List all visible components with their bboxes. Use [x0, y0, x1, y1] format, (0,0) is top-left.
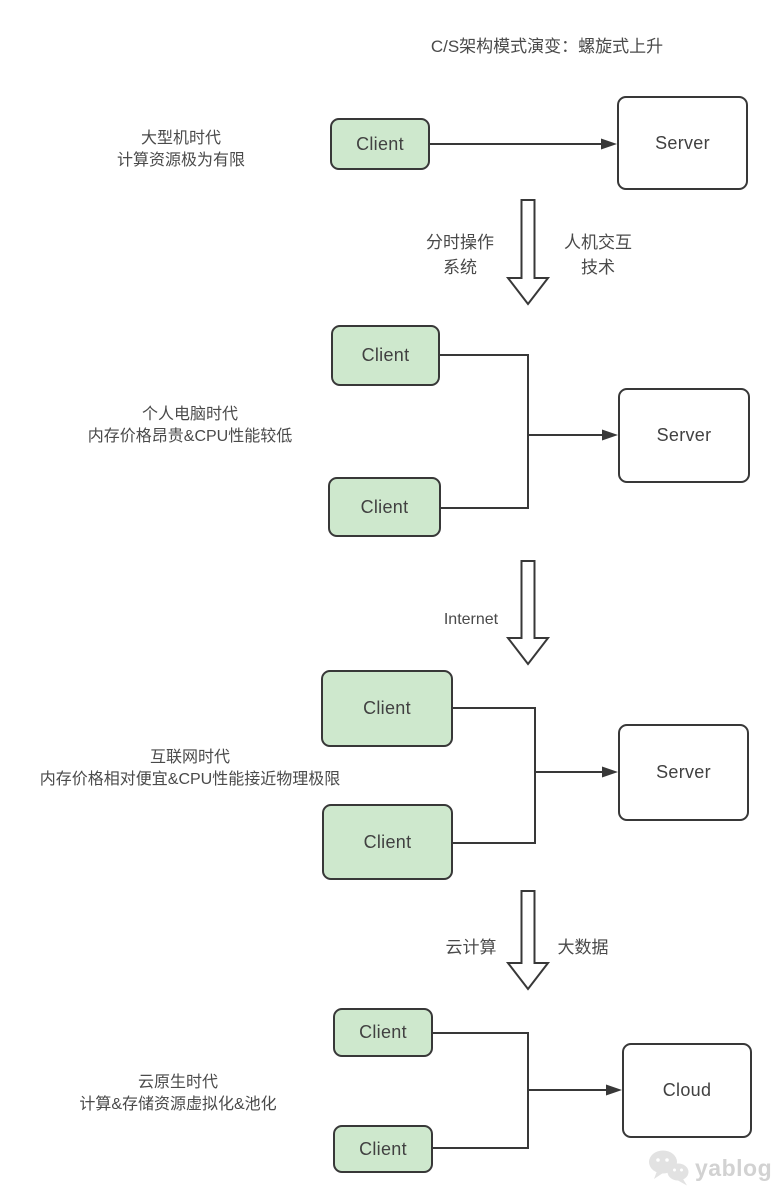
stage2-client2-box: Client	[328, 477, 441, 537]
transition3-left-label: 云计算	[445, 938, 497, 957]
stage1-client-label: Client	[356, 133, 404, 154]
diagram-title: C/S架构模式演变：螺旋式上升	[430, 37, 664, 56]
transition3-down-arrow-icon	[505, 890, 551, 991]
watermark-text: yablog	[695, 1154, 773, 1181]
stage1-client-box: Client	[330, 118, 430, 170]
stage4-cloud-box: Cloud	[622, 1043, 752, 1138]
stage4-client1-label: Client	[359, 1022, 407, 1042]
transition1-down-arrow-icon	[505, 199, 551, 306]
stage2-client-junction-line	[440, 354, 529, 509]
stage3-server-label: Server	[656, 762, 711, 782]
stage3-era-name: 互联网时代	[149, 749, 230, 766]
stage3-client1-box: Client	[321, 670, 453, 747]
transition2-down-arrow-icon	[505, 560, 551, 666]
stage3-arrowhead-icon	[602, 766, 618, 778]
stage4-client1-box: Client	[333, 1008, 433, 1057]
stage3-client2-box: Client	[322, 804, 453, 880]
stage3-server-box: Server	[618, 724, 749, 821]
stage2-server-label: Server	[656, 425, 712, 445]
yablog-chat-bubbles-logo-icon	[649, 1150, 689, 1186]
stage3-era-desc: 内存价格相对便宜&CPU性能接近物理极限	[39, 771, 341, 788]
stage2-client2-label: Client	[360, 496, 409, 517]
stage4-cloud-label: Cloud	[662, 1080, 712, 1100]
stage4-era-desc: 计算&存储资源虚拟化&池化	[79, 1096, 277, 1113]
stage2-client1-box: Client	[331, 325, 440, 386]
stage3-client2-label: Client	[363, 831, 412, 852]
stage1-server-label: Server	[655, 132, 710, 153]
stage2-client1-label: Client	[361, 345, 410, 365]
stage4-client2-box: Client	[333, 1125, 433, 1173]
transition2-left-label: Internet	[443, 611, 499, 628]
stage4-client-junction-line	[433, 1032, 529, 1149]
stage4-era-label: 云原生时代 计算&存储资源虚拟化&池化	[28, 1072, 328, 1116]
transition3-right-label: 大数据	[557, 938, 609, 957]
stage2-arrowhead-icon	[602, 429, 618, 441]
stage2-era-label: 个人电脑时代 内存价格昂贵&CPU性能较低	[40, 404, 340, 448]
stage1-arrowhead-icon	[601, 138, 617, 150]
stage4-client2-label: Client	[359, 1138, 407, 1159]
transition1-right-label: 人机交互 技术	[564, 233, 632, 277]
stage1-era-desc: 计算资源极为有限	[116, 152, 245, 169]
stage1-era-name: 大型机时代	[140, 130, 221, 147]
watermark: yablog	[648, 1148, 772, 1188]
stage2-server-box: Server	[618, 388, 750, 483]
stage1-era-label: 大型机时代 计算资源极为有限	[31, 128, 331, 172]
stage3-era-label: 互联网时代 内存价格相对便宜&CPU性能接近物理极限	[15, 747, 365, 791]
stage3-client-junction-line	[453, 707, 536, 844]
stage1-server-box: Server	[617, 96, 748, 190]
stage2-era-desc: 内存价格昂贵&CPU性能较低	[87, 428, 293, 445]
transition1-left-label: 分时操作 系统	[426, 233, 494, 277]
stage4-arrowhead-icon	[606, 1084, 622, 1096]
stage2-era-name: 个人电脑时代	[141, 406, 238, 423]
stage4-era-name: 云原生时代	[137, 1074, 218, 1091]
stage3-client1-label: Client	[363, 698, 411, 718]
